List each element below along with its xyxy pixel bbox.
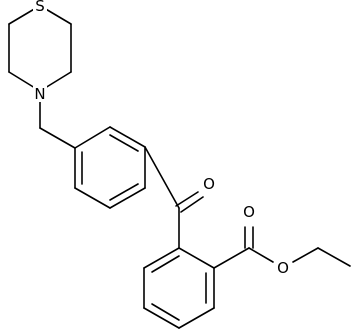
benzene-ring-lower [143,247,215,329]
bond-phenyl-carbonyl [144,146,180,209]
ring-bond [178,247,215,269]
ring-inner-double-bond [151,255,180,273]
ring-bond [109,187,146,209]
bond-c2-n [44,71,72,89]
ketone-double-bond-a [175,191,199,207]
ester-carbonyl-oxygen-label: O [243,203,255,221]
ketone-group [144,146,204,249]
nitrogen-atom-label: N [34,85,45,103]
methylene-linker [39,99,76,149]
ring-bond [143,307,180,329]
ring-bond [143,247,180,269]
ring-bond [74,187,111,209]
ester-ether-oxygen-label: O [277,259,289,277]
bond-ring-ester-carbon [213,247,250,269]
ring-bond [109,126,146,148]
bond-ester-carbon-ether-o [248,247,274,263]
ethyl-ester-group [213,226,351,269]
bond-ch2-phenyl [39,127,76,149]
bond-s-c1 [43,7,72,25]
ring-bond [74,126,111,149]
ring-inner-double-bond [109,134,139,152]
bond-n-c3 [8,71,36,89]
bond-ether-o-ch2 [292,247,319,263]
benzene-ring-upper [74,126,146,209]
ketone-double-bond-b [180,196,204,213]
bond-ch2-ch3 [317,247,351,267]
thiomorpholine-ring [8,7,72,89]
ring-inner-double-bond [151,303,180,321]
ring-bond [178,307,215,329]
ring-inner-double-bond [109,183,139,201]
sulfur-atom-label: S [35,0,45,15]
atom-labels: S N O O O [33,0,290,277]
bond-c4-s [8,7,37,25]
ketone-oxygen-label: O [203,175,215,193]
